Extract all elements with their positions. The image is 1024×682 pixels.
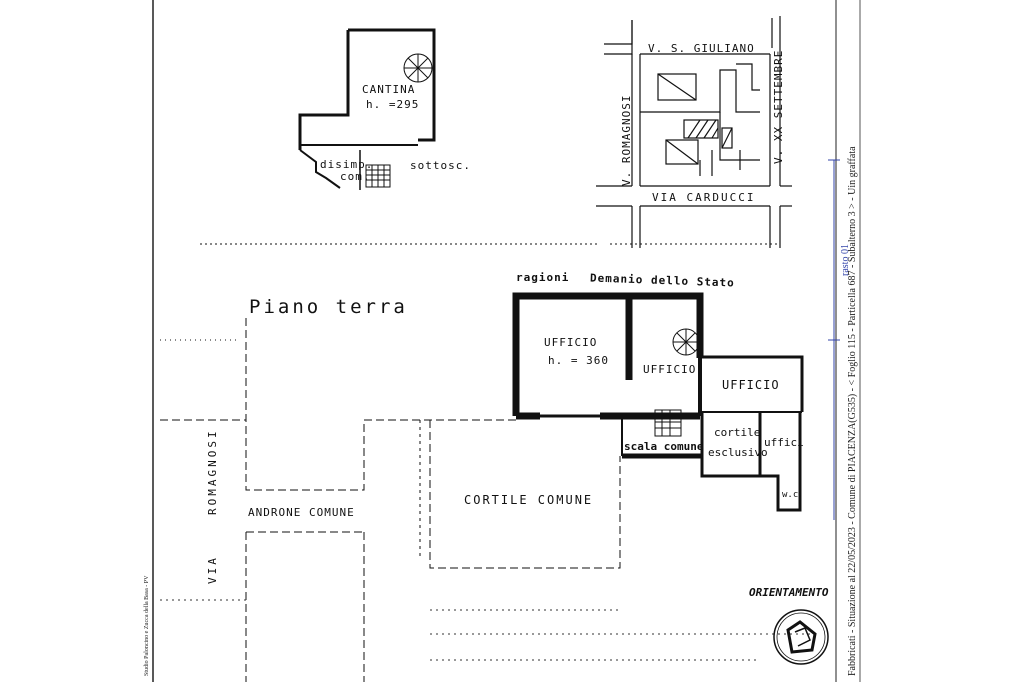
- courtyard-lines: [160, 318, 621, 682]
- street-label-1: ROMAGNOSI: [206, 428, 219, 515]
- target-parcel-hatch: [683, 119, 733, 149]
- record-text: Fabbricati - Situazione al 22/05/2023 - …: [847, 146, 858, 676]
- neighbor-label: ragioni: [516, 271, 570, 284]
- office-1-height: h. = 360: [548, 354, 609, 367]
- street-east-label: V. XX SETTEMBRE: [772, 49, 785, 164]
- spiral-stair-icon: [672, 328, 700, 356]
- cellar-stair: [365, 164, 391, 188]
- office-2-label: UFFICIO: [643, 363, 697, 376]
- courtyard-exclusive-label-2: esclusivo: [708, 446, 768, 459]
- cellar-plan: [298, 28, 436, 190]
- spiral-stair-icon: [403, 53, 433, 83]
- office-3-label: UFFICIO: [722, 378, 780, 392]
- courtyard-common-label: CORTILE COMUNE: [464, 493, 594, 507]
- cellar-height: h. =295: [366, 98, 420, 111]
- office-1-label: UFFICIO: [544, 336, 598, 349]
- stair-common: [654, 409, 682, 437]
- orientation-label: ORIENTAMENTO: [749, 586, 829, 599]
- location-map: [596, 16, 792, 248]
- wc-label: w.c.: [782, 490, 804, 500]
- courtyard-exclusive-label-1: cortile: [714, 426, 761, 439]
- stamp-text: Studio Paloncino e Zucca della Basa - PV: [144, 575, 150, 676]
- cellar-name: CANTINA: [362, 83, 416, 96]
- office-small-label: uffici: [764, 436, 804, 449]
- cellar-sottosc: sottosc.: [410, 159, 471, 172]
- street-north-label: V. S. GIULIANO: [648, 42, 755, 55]
- neighbor-lines: [160, 243, 780, 341]
- street-west-label: V. ROMAGNOSI: [620, 94, 633, 186]
- passage-label: ANDRONE COMUNE: [248, 506, 355, 519]
- offices-walls: [512, 292, 804, 512]
- compass-icon: [773, 609, 829, 665]
- ground-floor-title: Piano terra: [249, 296, 408, 318]
- street-south-label: VIA CARDUCCI: [652, 191, 756, 204]
- cellar-com: com.: [340, 170, 371, 183]
- stair-label: scala comune: [624, 440, 704, 453]
- lower-lines: [160, 599, 820, 661]
- street-label-2: VIA: [206, 555, 219, 584]
- cellar-disimp: disimp.: [320, 158, 374, 171]
